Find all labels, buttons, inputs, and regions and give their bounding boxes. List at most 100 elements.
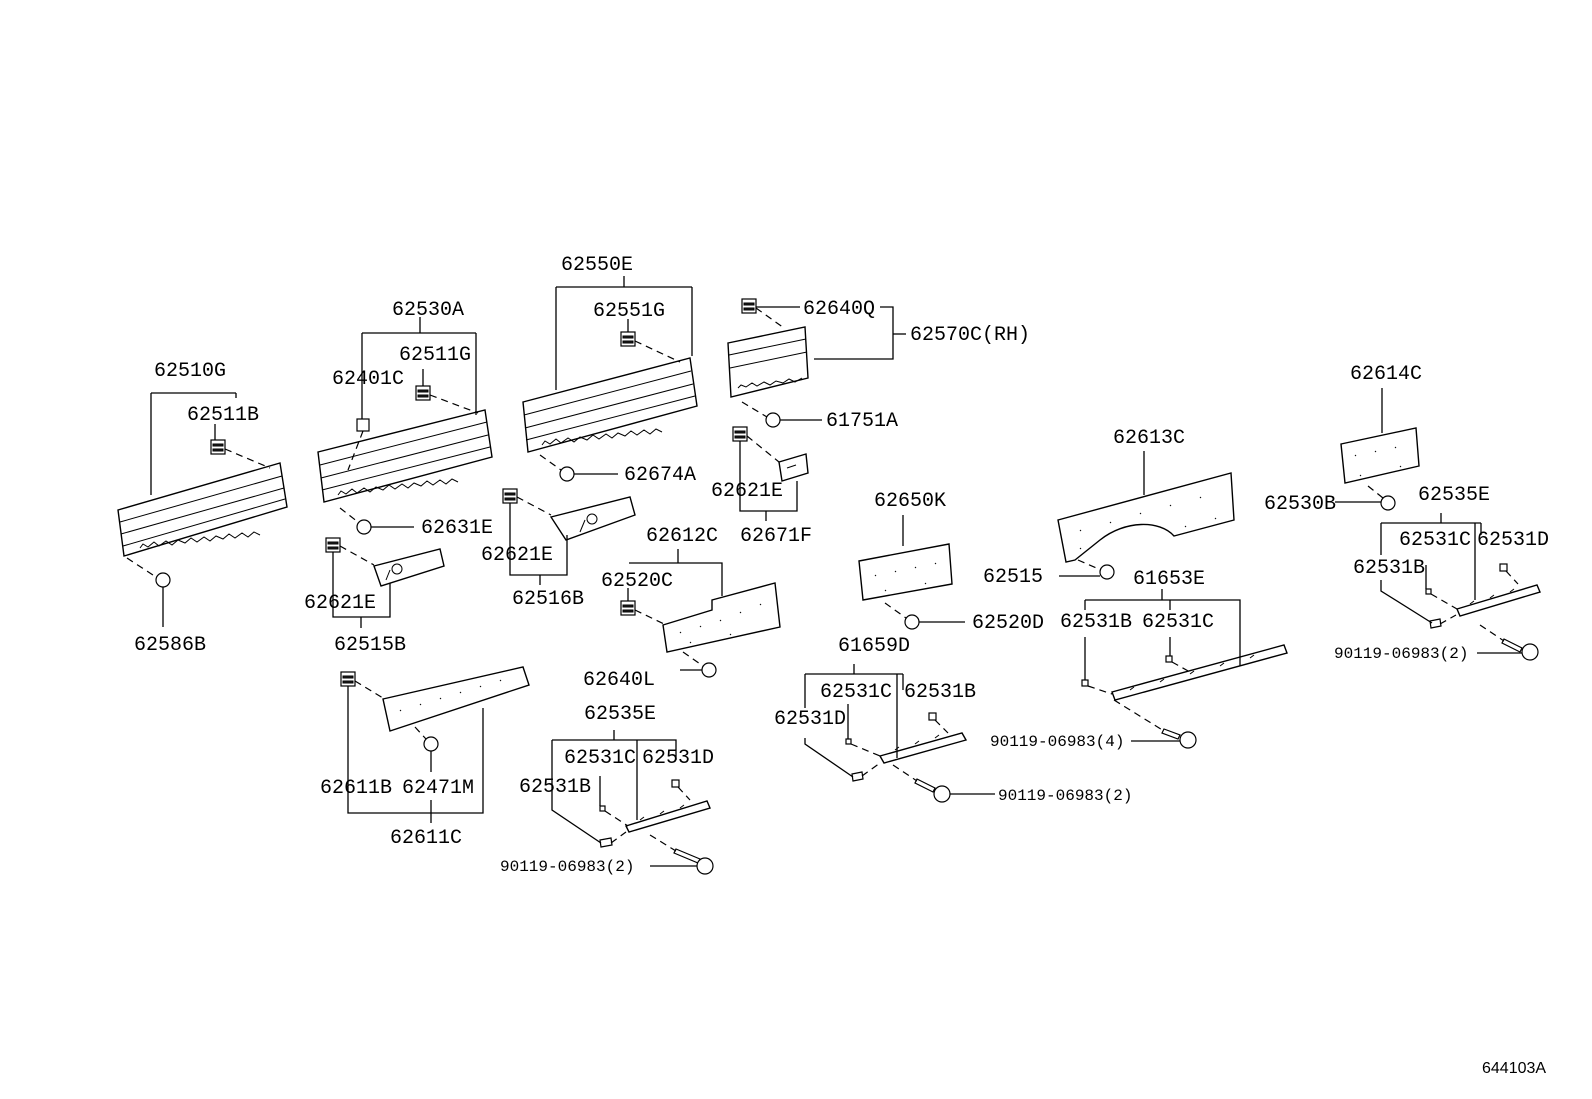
- label-62520c[interactable]: 62520C: [601, 570, 673, 593]
- label-62631e[interactable]: 62631E: [421, 517, 493, 540]
- label-62531b-d[interactable]: 62531B: [1353, 557, 1425, 580]
- clip-62520c-icon: [620, 600, 636, 616]
- bracket-62535e-a: [625, 800, 711, 833]
- group-62611c: 62611B 62471M 62611C: [320, 666, 530, 850]
- group-62510g: 62510G 62511B 62586B: [117, 360, 288, 657]
- label-62511g[interactable]: 62511G: [399, 344, 471, 367]
- label-62401c[interactable]: 62401C: [332, 368, 404, 391]
- label-62611c[interactable]: 62611C: [390, 827, 462, 850]
- clip-62531d-b-icon: [851, 771, 864, 782]
- label-62531d-d[interactable]: 62531D: [1477, 529, 1549, 552]
- label-62531c-c[interactable]: 62531C: [1142, 611, 1214, 634]
- label-62531b-c[interactable]: 62531B: [1060, 611, 1132, 634]
- label-62531b-a[interactable]: 62531B: [519, 776, 591, 799]
- group-61659d: 61659D 62531C 62531B 62531D 90119-06983(…: [774, 635, 1132, 805]
- diagram-reference-code: 644103A: [1482, 1060, 1546, 1077]
- label-90119-06983-c[interactable]: 90119-06983(4): [990, 733, 1124, 751]
- label-62613c[interactable]: 62613C: [1113, 427, 1185, 450]
- panel-62515b: [373, 548, 445, 587]
- label-62531c-b[interactable]: 62531C: [820, 681, 892, 704]
- clip-62551g-icon: [620, 331, 636, 347]
- group-62516b: 62621E 62516B: [481, 488, 636, 611]
- label-62535e-b[interactable]: 62535E: [1418, 484, 1490, 507]
- label-62570c-rh[interactable]: 62570C(RH): [910, 324, 1030, 347]
- label-90119-06983-a[interactable]: 90119-06983(2): [500, 858, 634, 876]
- clip-62531c-d-icon: [1425, 588, 1432, 595]
- label-62531d-a[interactable]: 62531D: [642, 747, 714, 770]
- label-62511b[interactable]: 62511B: [187, 404, 259, 427]
- label-62530a[interactable]: 62530A: [392, 299, 464, 322]
- clip-62631e-icon: [356, 519, 372, 535]
- clip-62401c-icon: [356, 418, 370, 432]
- label-61751a[interactable]: 61751A: [826, 410, 898, 433]
- label-62520d[interactable]: 62520D: [972, 612, 1044, 635]
- label-62515[interactable]: 62515: [983, 566, 1043, 589]
- label-62586b[interactable]: 62586B: [134, 634, 206, 657]
- panel-62550e: [522, 357, 698, 453]
- panel-62611c: [382, 666, 530, 732]
- label-62510g[interactable]: 62510G: [154, 360, 226, 383]
- group-62530a: 62530A 62511G 62401C 62631E: [317, 299, 493, 540]
- label-62531b-b[interactable]: 62531B: [904, 681, 976, 704]
- clip-62531d-d-icon: [1499, 563, 1508, 572]
- label-62611b[interactable]: 62611B: [320, 777, 392, 800]
- panel-62671f: [778, 453, 809, 482]
- clip-62531c-a-icon: [599, 805, 606, 812]
- clip-62515-icon: [1099, 564, 1115, 580]
- panel-62650k: [858, 543, 953, 601]
- label-62535e-a[interactable]: 62535E: [584, 703, 656, 726]
- clip-62511b-icon: [210, 439, 226, 455]
- label-62531c-a[interactable]: 62531C: [564, 747, 636, 770]
- label-62621e-c[interactable]: 62621E: [711, 480, 783, 503]
- clip-62531b-b-icon: [928, 712, 937, 721]
- clip-62674a-icon: [559, 466, 575, 482]
- clip-62511g-icon: [415, 385, 431, 401]
- label-62621e-b[interactable]: 62621E: [481, 544, 553, 567]
- label-62640q[interactable]: 62640Q: [803, 298, 875, 321]
- label-62515b[interactable]: 62515B: [334, 634, 406, 657]
- clip-62621e-a-icon: [325, 537, 341, 553]
- label-62674a[interactable]: 62674A: [624, 464, 696, 487]
- label-90119-06983-d[interactable]: 90119-06983(2): [1334, 645, 1468, 663]
- panel-62510g: [117, 462, 288, 557]
- group-62515b: 62621E 62515B: [304, 537, 445, 657]
- label-62671f[interactable]: 62671F: [740, 525, 812, 548]
- label-90119-06983-b[interactable]: 90119-06983(2): [998, 787, 1132, 805]
- clip-61751a-icon: [765, 412, 781, 428]
- group-62612c: 62612C 62520C 62640L: [583, 525, 781, 692]
- label-62516b[interactable]: 62516B: [512, 588, 584, 611]
- bracket-62535e-b: [1456, 584, 1541, 617]
- panel-62530a: [317, 409, 493, 503]
- label-62621e-a[interactable]: 62621E: [304, 592, 376, 615]
- bolt-90119-a-icon: [673, 848, 714, 875]
- label-62640l[interactable]: 62640L: [583, 669, 655, 692]
- label-62471m[interactable]: 62471M: [402, 777, 474, 800]
- group-62650k: 62650K 62520D: [858, 490, 1044, 635]
- label-61659d[interactable]: 61659D: [838, 635, 910, 658]
- label-62614c[interactable]: 62614C: [1350, 363, 1422, 386]
- panel-62570c: [727, 326, 809, 398]
- group-61653e: 61653E 62531B 62531C 90119-06983(4): [990, 568, 1288, 751]
- bolt-90119-c-icon: [1161, 728, 1197, 749]
- label-62531c-d[interactable]: 62531C: [1399, 529, 1471, 552]
- bracket-61653e: [1111, 644, 1288, 701]
- label-62530b[interactable]: 62530B: [1264, 493, 1336, 516]
- clip-62471m-icon: [423, 736, 439, 752]
- label-62531d-b[interactable]: 62531D: [774, 708, 846, 731]
- group-62550e: 62550E 62551G 62674A: [522, 254, 698, 487]
- clip-62531c-c-icon: [1165, 655, 1173, 663]
- clip-62621e-c-icon: [732, 426, 748, 442]
- label-62612c[interactable]: 62612C: [646, 525, 718, 548]
- label-62650k[interactable]: 62650K: [874, 490, 946, 513]
- panel-62612c: [662, 582, 781, 653]
- label-62551g[interactable]: 62551G: [593, 300, 665, 323]
- label-62550e[interactable]: 62550E: [561, 254, 633, 277]
- clip-62531b-d-icon: [1429, 618, 1442, 629]
- label-61653e[interactable]: 61653E: [1133, 568, 1205, 591]
- group-62535e-a: 62535E 62531C 62531D 62531B 90119-06983(…: [500, 703, 714, 876]
- clip-62586b-icon: [155, 572, 171, 588]
- group-62535e-b: 62535E 62531C 62531D 62531B 90119-06983(…: [1334, 484, 1549, 663]
- panel-62613c: [1057, 472, 1235, 563]
- clip-62530b-icon: [1380, 495, 1396, 511]
